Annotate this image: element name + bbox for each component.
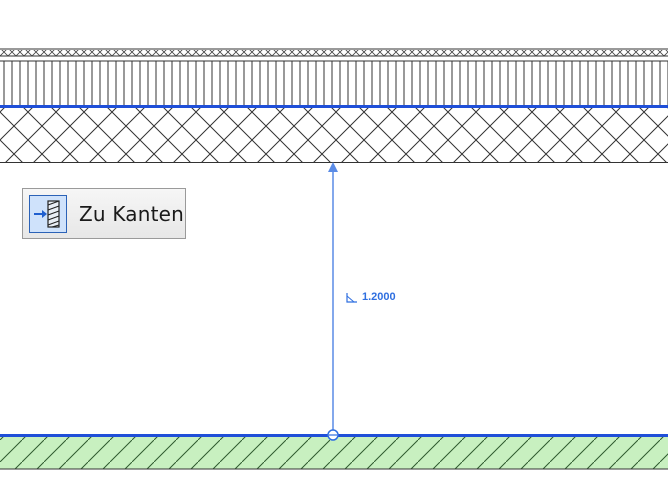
structure-layer [0,108,668,162]
angle-marker-icon [346,292,358,303]
dimension-arrowhead [328,162,338,172]
dimension-label[interactable]: 1.2000 [346,291,396,303]
popup-label: Zu Kanten [79,201,185,226]
snap-to-edges-icon[interactable] [29,194,67,233]
insulation-layer [0,61,668,106]
dimension-line[interactable] [327,162,339,441]
snap-to-edges-popup[interactable]: Zu Kanten [22,188,186,239]
floor-hatch [0,436,668,469]
upper-wall-layers[interactable] [0,48,668,163]
thin-membrane-layer [0,50,668,56]
dimension-value: 1.2000 [362,291,396,303]
